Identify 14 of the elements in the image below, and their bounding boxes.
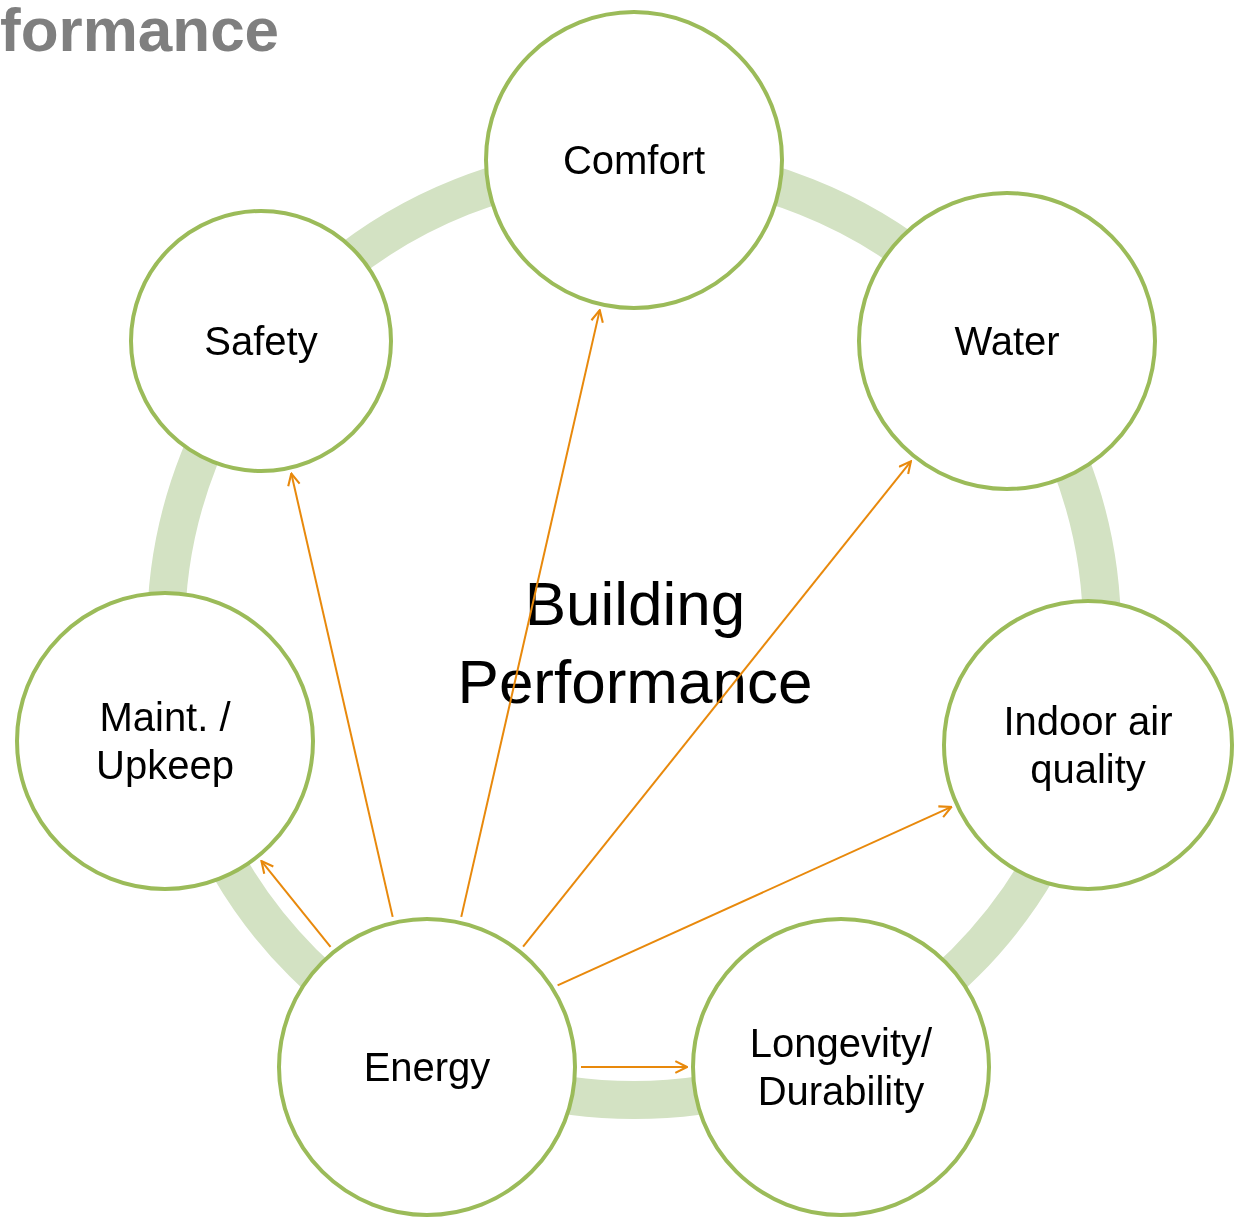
node-label: Maint. / Upkeep [95, 694, 235, 789]
node-label: Indoor air quality [1002, 698, 1174, 793]
arrow [580, 1060, 689, 1074]
arrow [460, 309, 604, 918]
arrow [287, 472, 394, 918]
title: formance [0, 0, 280, 65]
node-label: Safety [203, 318, 319, 365]
node-label: Comfort [561, 137, 707, 184]
arrow [522, 460, 912, 948]
node-label: Longevity/ Durability [748, 1020, 934, 1115]
arrow [556, 805, 953, 987]
arrow [260, 860, 332, 948]
node-label: Energy [362, 1044, 492, 1091]
node-label: Water [953, 318, 1061, 365]
